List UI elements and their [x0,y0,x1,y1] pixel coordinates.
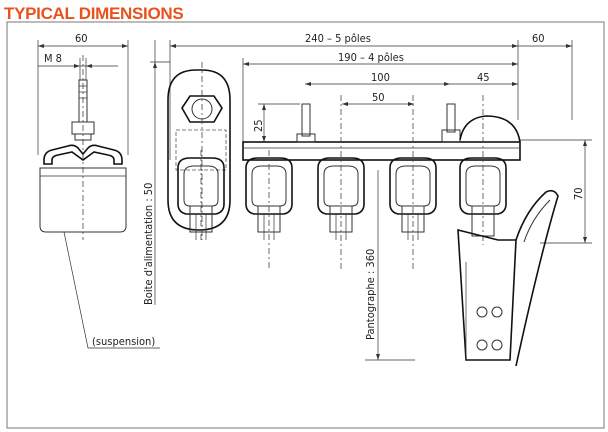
shoe-4 [389,95,437,270]
dim-60-right: 60 [532,32,545,45]
dim-pantographe: Pantographe : 360 [364,170,415,361]
pantographe-label: Pantographe : 360 [364,249,377,340]
dim-25: 25 [252,103,300,142]
pantograph-arm [457,189,559,367]
dim-m8: M 8 [44,52,62,65]
dim-100: 100 [371,71,390,84]
shoe-1 [177,150,225,242]
dim-240: 240 – 5 pôles [305,32,371,45]
dim-lines-top [169,40,573,160]
collector-shoes [177,95,507,270]
page-title: TYPICAL DIMENSIONS [4,4,184,23]
dim-50: 50 [372,91,385,104]
dim-60-left: 60 [75,32,88,45]
dim-45: 45 [477,71,490,84]
side-view-suspension: (suspension) [37,40,160,349]
shoe-5 [459,95,507,245]
dim-70-label: 70 [572,187,585,200]
dim-boite: Boite d'alimentation : 50 [142,40,170,305]
shoe-2 [245,150,293,270]
dim-70: 70 [520,139,592,244]
boite-label: Boite d'alimentation : 50 [142,183,155,305]
shoe-3 [317,95,365,270]
drawing-border [6,21,605,429]
busbar [242,103,521,161]
dim-190: 190 – 4 pôles [338,51,404,64]
dim-25-label: 25 [252,119,265,132]
suspension-label: (suspension) [92,335,155,348]
